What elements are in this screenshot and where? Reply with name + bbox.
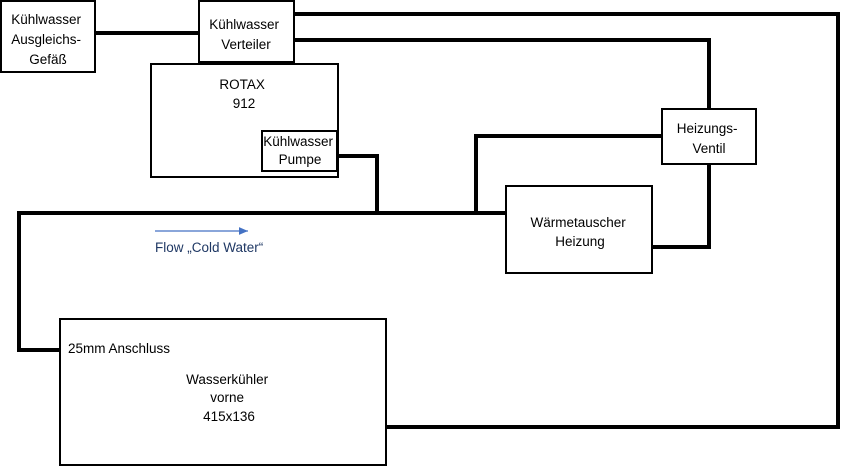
pipe-heizungsventil-return xyxy=(474,134,664,215)
pipe-heizungsventil-waermetauscher xyxy=(650,162,711,249)
heizungsventil-box: Heizungs- Ventil xyxy=(661,108,757,165)
pumpe-label-line2: Pumpe xyxy=(279,152,322,167)
wasserkuehler-label-line3: 415x136 xyxy=(203,409,255,424)
ausgleichsgefaess-label-line3: Gefäß xyxy=(29,52,67,67)
wasserkuehler-port-label: 25mm Anschluss xyxy=(68,341,170,356)
verteiler-box: Kühlwasser Verteiler xyxy=(198,0,295,63)
pumpe-label-line1: Kühlwasser xyxy=(263,134,333,149)
svg-text:Kühlwasser Ausgleichs-: Kühlwasser Ausgleichs- Gefäß xyxy=(11,12,85,67)
engine-label-line2: 912 xyxy=(233,96,256,111)
pumpe-box: Kühlwasser Pumpe xyxy=(261,130,338,172)
svg-text:Heizungs- Ventil: Heizungs- Ventil xyxy=(677,121,742,156)
engine-box: ROTAX 912 xyxy=(150,63,339,178)
svg-text:Wärmetauscher Heizung: Wärmetauscher Heizung xyxy=(530,215,629,249)
flow-label: Flow „Cold Water“ xyxy=(155,240,263,255)
pipe-main-cold-line xyxy=(17,211,508,352)
wasserkuehler-box: 25mm Anschluss Wasserkühler vorne 415x13… xyxy=(59,318,387,466)
pipe-verteiler-heizungsventil xyxy=(292,38,711,111)
pipes xyxy=(17,12,840,429)
ausgleichsgefaess-label-line1: Kühlwasser xyxy=(11,12,81,27)
svg-text:Wasserkühler vorne: Wasserkühler vorne 415x136 xyxy=(186,372,272,424)
svg-text:ROTAX 912: ROTAX 912 xyxy=(219,77,268,111)
wasserkuehler-label-line2: vorne xyxy=(210,390,244,405)
engine-label-line1: ROTAX xyxy=(219,77,265,92)
heizungsventil-label-line1: Heizungs- xyxy=(677,121,738,136)
svg-text:Kühlwasser Verteiler: Kühlwasser Verteiler xyxy=(209,17,283,52)
wasserkuehler-label-line1: Wasserkühler xyxy=(186,372,269,387)
pipe-verteiler-outer-loop xyxy=(292,12,840,429)
waermetauscher-label-line1: Wärmetauscher xyxy=(530,215,626,230)
verteiler-label-line2: Verteiler xyxy=(221,37,271,52)
ausgleichsgefaess-label-line2: Ausgleichs- xyxy=(11,32,81,47)
heizungsventil-label-line2: Ventil xyxy=(692,141,725,156)
verteiler-label-line1: Kühlwasser xyxy=(209,17,279,32)
pipe-pumpe-main xyxy=(335,154,379,215)
ausgleichsgefaess-box: Kühlwasser Ausgleichs- Gefäß xyxy=(0,0,96,73)
svg-text:Kühlwasser Pumpe: Kühlwasser Pumpe xyxy=(263,134,337,167)
waermetauscher-box: Wärmetauscher Heizung xyxy=(505,185,653,274)
waermetauscher-label-line2: Heizung xyxy=(555,234,605,249)
